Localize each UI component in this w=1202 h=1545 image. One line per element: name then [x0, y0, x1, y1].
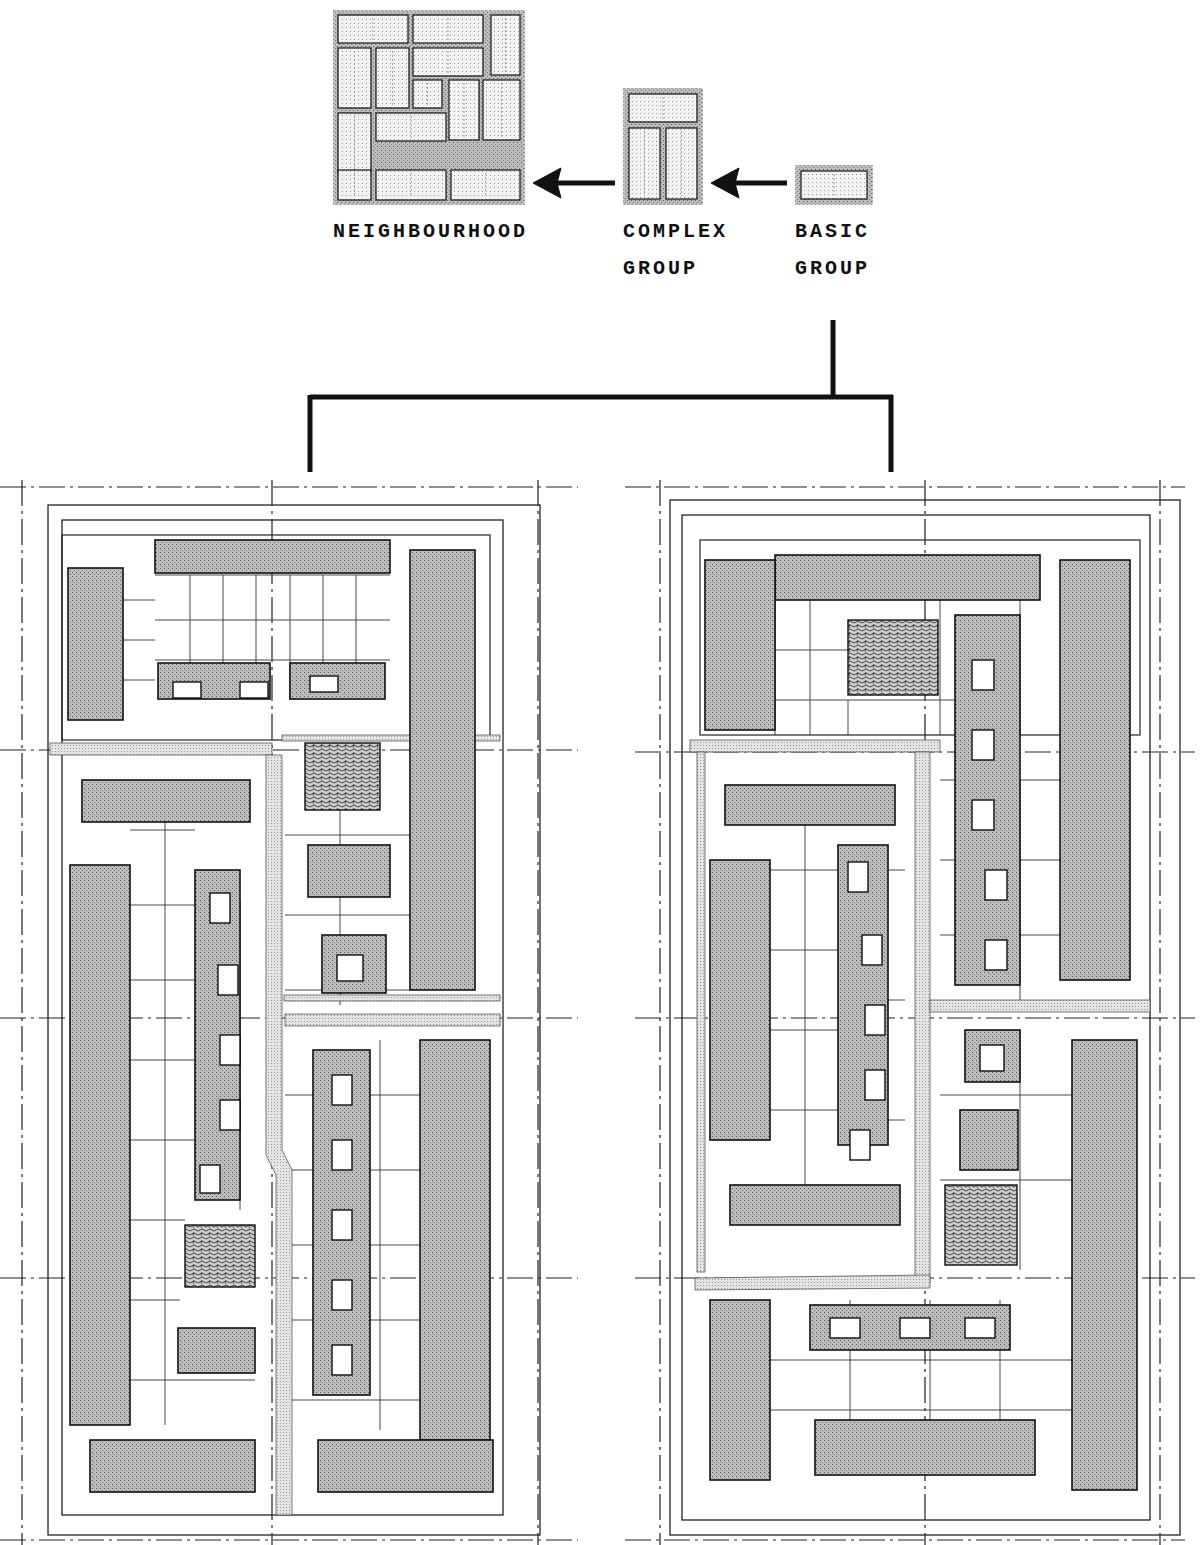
group-label: BASIC GROUP	[795, 213, 900, 287]
group-icon-drawing	[795, 165, 873, 205]
group-label: NEIGHBOURHOOD	[333, 213, 573, 250]
group-icon-drawing	[333, 10, 525, 205]
flow-arrow	[711, 168, 787, 198]
bracket	[310, 320, 893, 472]
flow-arrow	[533, 168, 615, 198]
group-icon: BASIC GROUP	[795, 165, 873, 205]
right-site-plan	[625, 480, 1195, 1545]
group-icon-drawing	[623, 88, 703, 205]
group-icon: COMPLEX GROUP	[623, 88, 703, 205]
group-icon: NEIGHBOURHOOD	[333, 10, 525, 205]
group-label: COMPLEX GROUP	[623, 213, 753, 287]
left-site-plan	[0, 480, 578, 1545]
